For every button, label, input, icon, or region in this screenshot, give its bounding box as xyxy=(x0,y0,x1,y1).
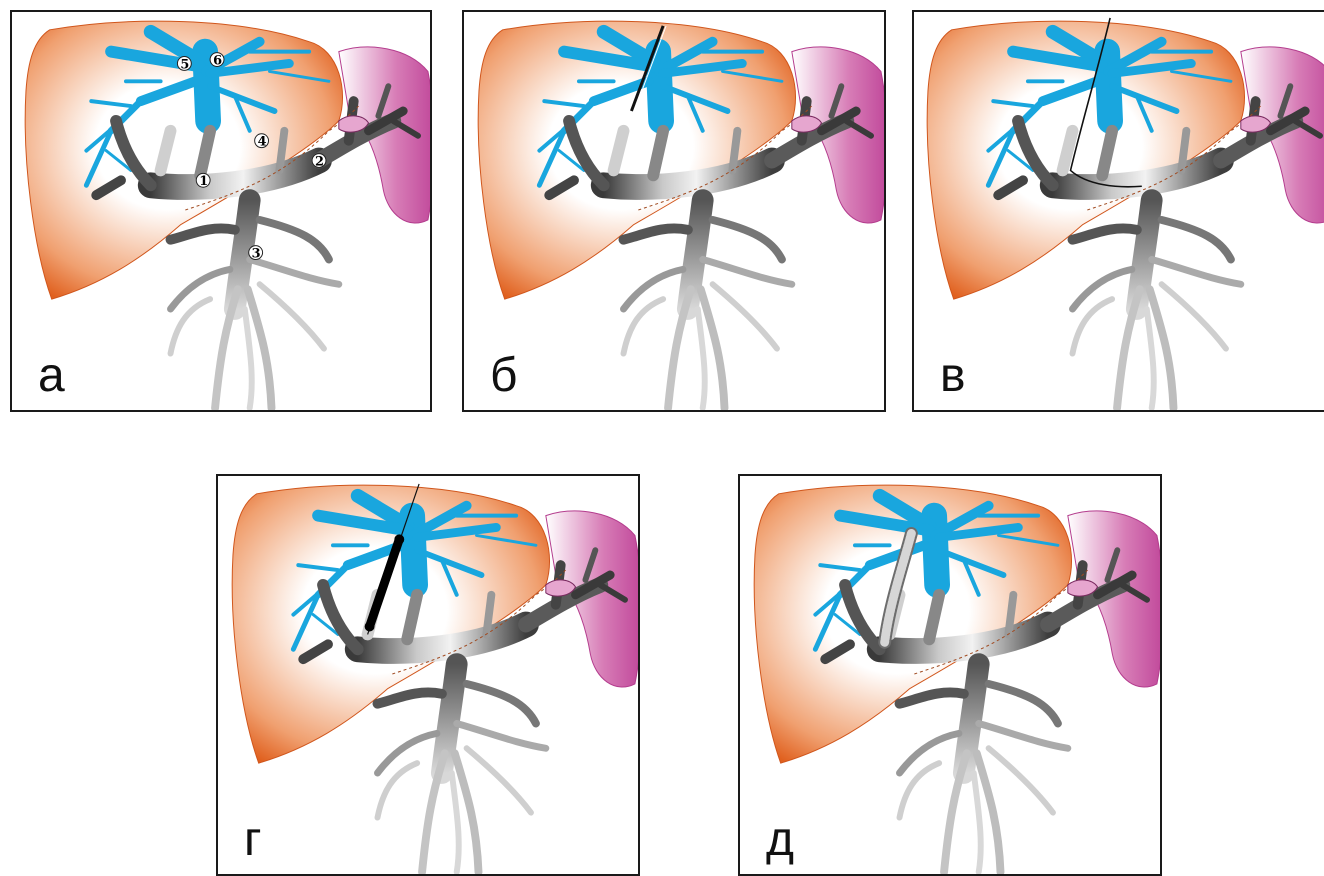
anatomy-illustration xyxy=(740,476,1160,874)
panel-d: д xyxy=(738,474,1162,876)
marker-6: 6 xyxy=(213,53,222,68)
panel-letter-g: г xyxy=(244,816,262,864)
panel-letter-v: в xyxy=(940,352,966,400)
panel-letter-d: д xyxy=(766,816,794,864)
marker-3: 3 xyxy=(252,247,261,262)
anatomy-illustration xyxy=(914,12,1324,410)
anatomy-illustration xyxy=(464,12,884,410)
marker-4: 4 xyxy=(258,135,267,150)
panel-v: в xyxy=(912,10,1324,412)
panel-a: 1 2 3 4 5 6 а xyxy=(10,10,432,412)
marker-2: 2 xyxy=(315,154,324,169)
panel-letter-b: б xyxy=(490,352,518,400)
marker-5: 5 xyxy=(180,57,189,72)
panel-letter-a: а xyxy=(38,352,65,400)
panel-b: б xyxy=(462,10,886,412)
anatomy-illustration: 1 2 3 4 5 6 xyxy=(12,12,430,410)
panel-g: г xyxy=(216,474,640,876)
anatomy-illustration xyxy=(218,476,638,874)
marker-1: 1 xyxy=(199,174,208,189)
